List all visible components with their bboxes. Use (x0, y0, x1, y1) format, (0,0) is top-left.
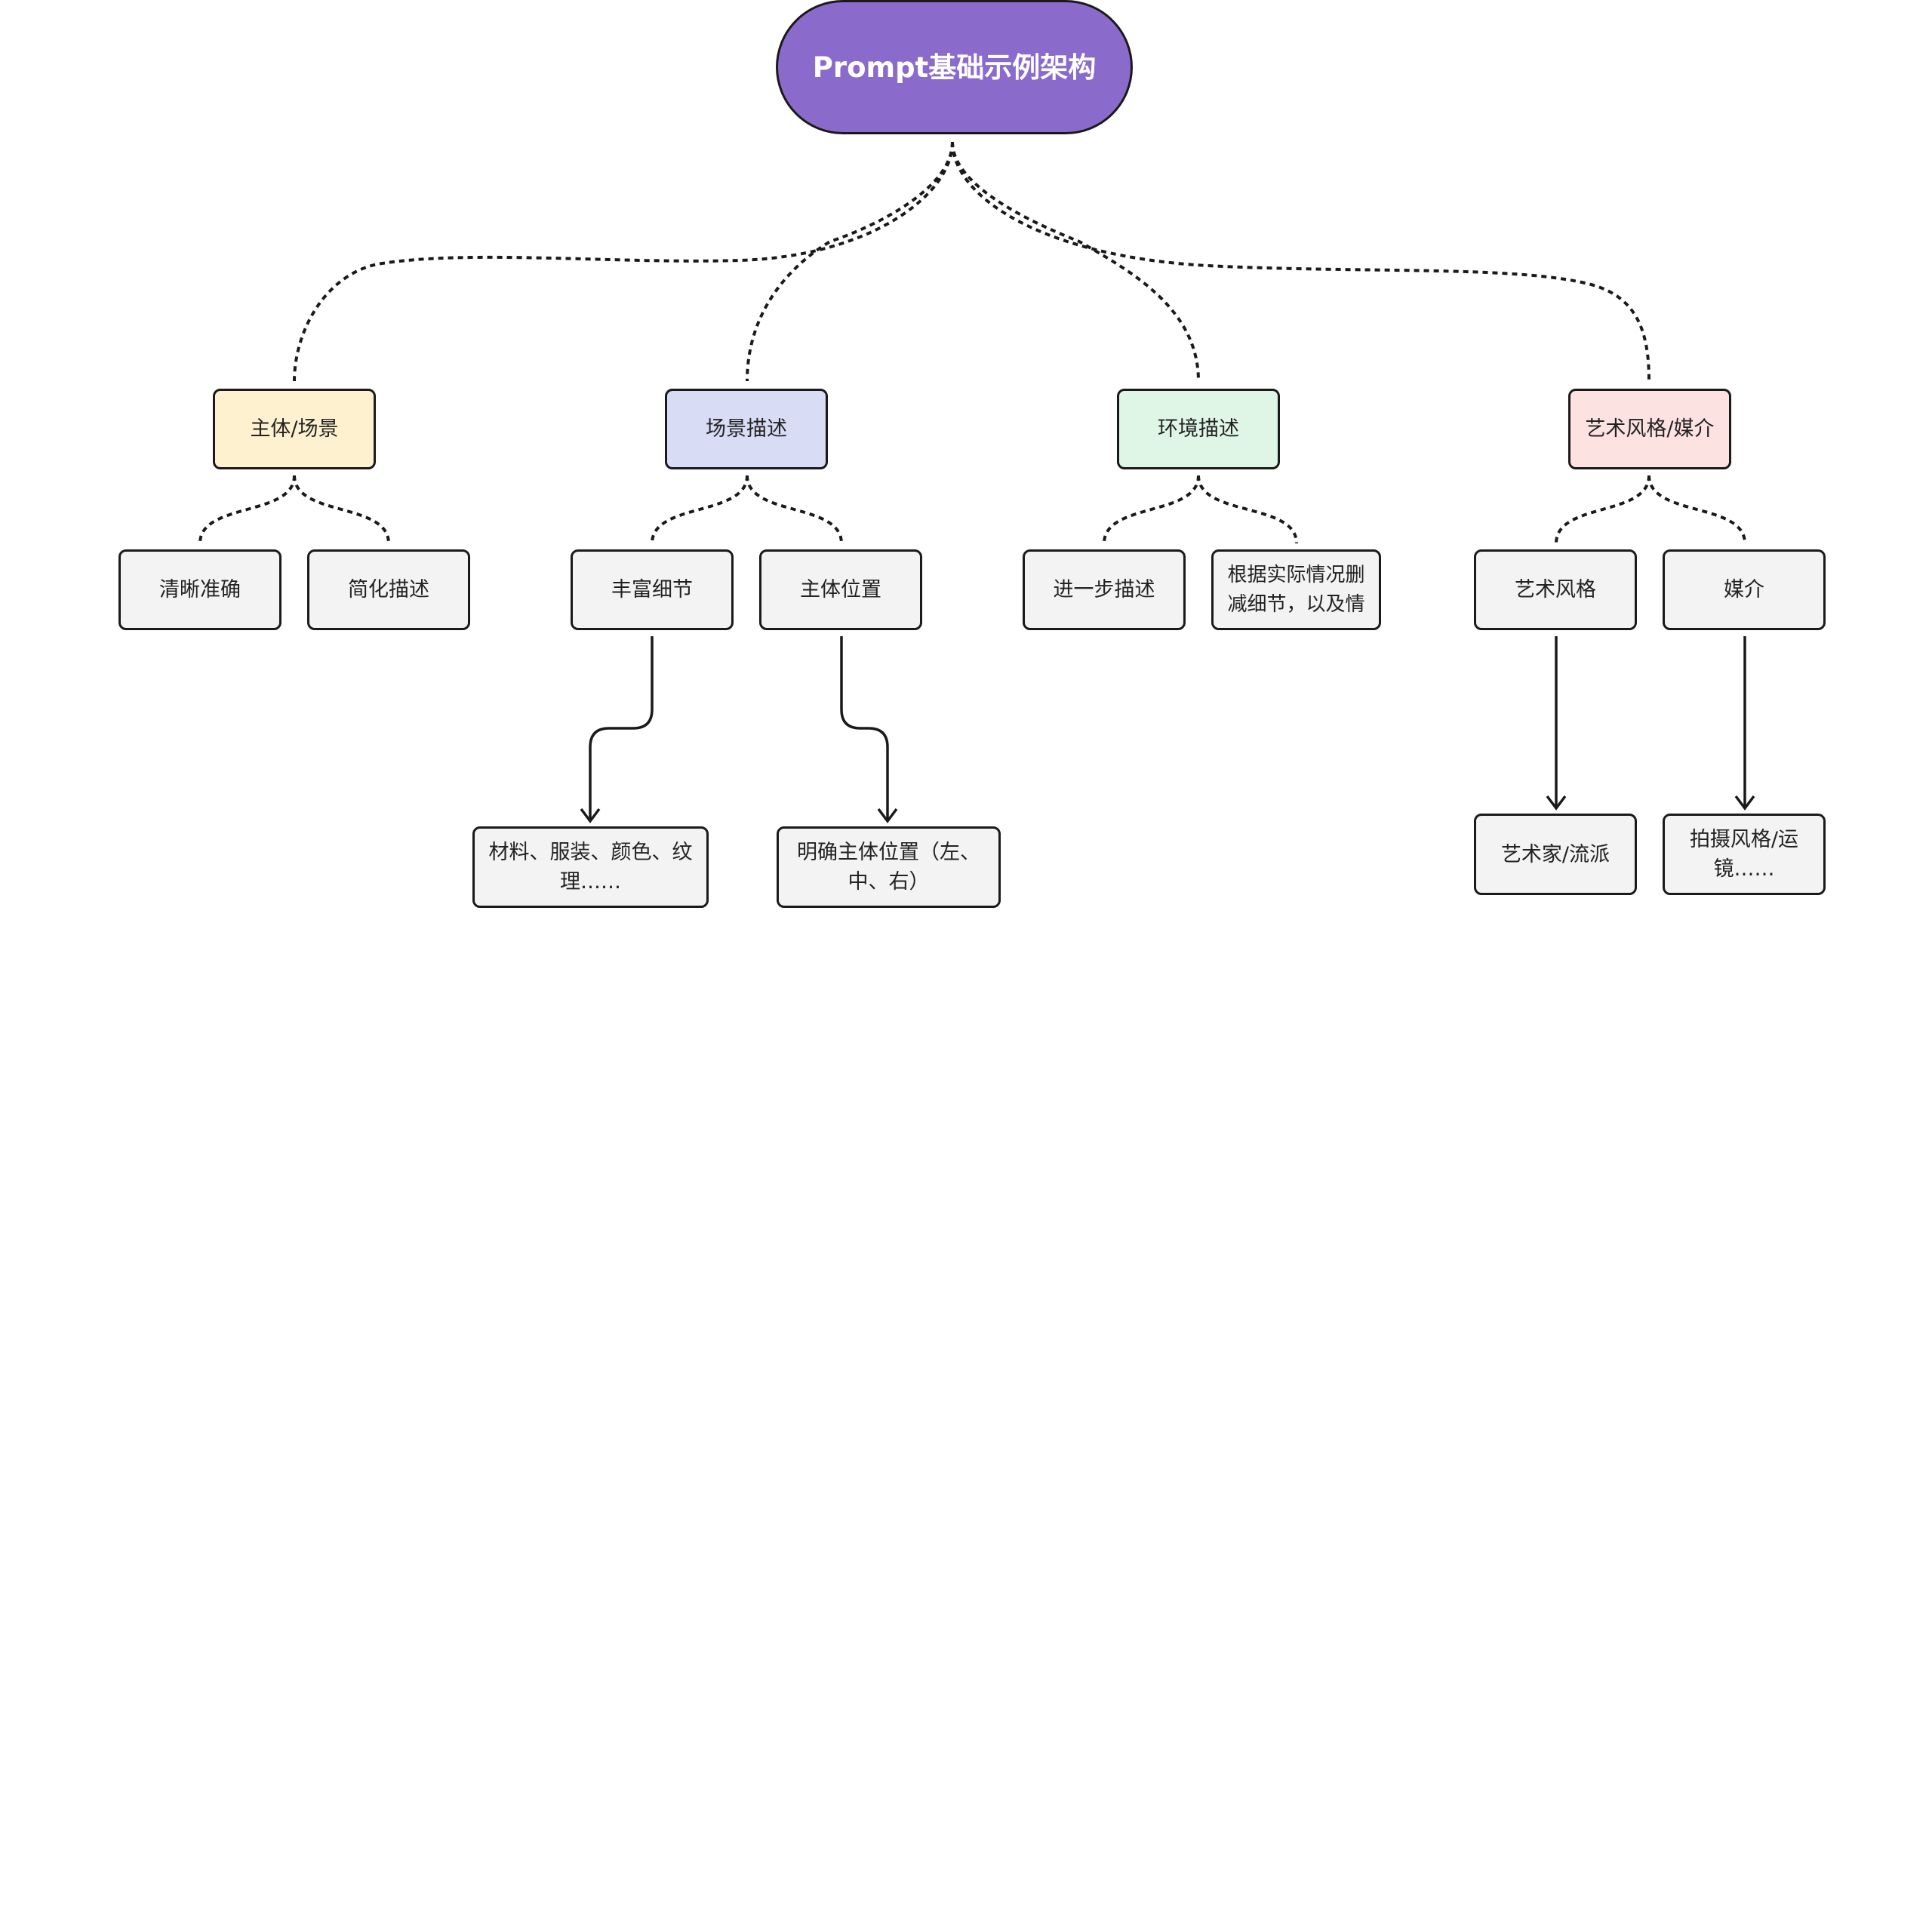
child-node-medium[interactable]: 媒介 (1663, 549, 1826, 630)
child-node-art-style[interactable]: 艺术风格 (1474, 549, 1637, 630)
category-node-scene-description[interactable]: 场景描述 (665, 389, 828, 469)
child-node-rich-details[interactable]: 丰富细节 (571, 549, 734, 630)
connector-root-cat3 (951, 141, 1200, 382)
detail-node-shooting-style[interactable]: 拍摄风格/运镜…… (1663, 814, 1826, 895)
connector-cat4-child2 (1647, 475, 1746, 544)
connector-root-cat2 (746, 141, 954, 382)
arrow-to-detail-2 (840, 636, 889, 819)
child-node-subject-position[interactable]: 主体位置 (759, 549, 922, 630)
connector-root-cat4 (951, 141, 1651, 382)
connector-cat3-child1 (1103, 475, 1200, 544)
category-node-art-style-medium[interactable]: 艺术风格/媒介 (1568, 389, 1731, 469)
category-node-environment-description[interactable]: 环境描述 (1117, 389, 1280, 469)
arrow-to-detail-1 (589, 636, 654, 819)
connector-cat3-child2 (1197, 475, 1298, 544)
category-node-subject-scene[interactable]: 主体/场景 (213, 389, 376, 469)
connector-cat1-child1 (198, 475, 296, 544)
connector-root-cat1 (293, 141, 954, 382)
arrowhead-detail-4 (1734, 795, 1755, 811)
detail-node-artist-school[interactable]: 艺术家/流派 (1474, 814, 1637, 895)
arrowhead-detail-3 (1546, 795, 1567, 811)
child-node-simplified-description[interactable]: 简化描述 (307, 549, 470, 630)
detail-node-materials[interactable]: 材料、服装、颜色、纹理…… (472, 826, 709, 908)
connector-cat2-child1 (651, 475, 749, 544)
arrowhead-detail-1 (580, 808, 601, 823)
connector-cat2-child2 (746, 475, 843, 544)
child-node-clear-accurate[interactable]: 清晰准确 (118, 549, 281, 630)
detail-node-position[interactable]: 明确主体位置（左、中、右） (777, 826, 1001, 908)
arrowhead-detail-2 (877, 808, 898, 823)
root-node[interactable]: Prompt基础示例架构 (776, 0, 1133, 134)
child-node-trim-details[interactable]: 根据实际情况删减细节，以及情 (1211, 549, 1381, 630)
connector-cat1-child2 (293, 475, 390, 544)
child-node-further-description[interactable]: 进一步描述 (1023, 549, 1186, 630)
connector-cat4-child1 (1555, 475, 1651, 544)
